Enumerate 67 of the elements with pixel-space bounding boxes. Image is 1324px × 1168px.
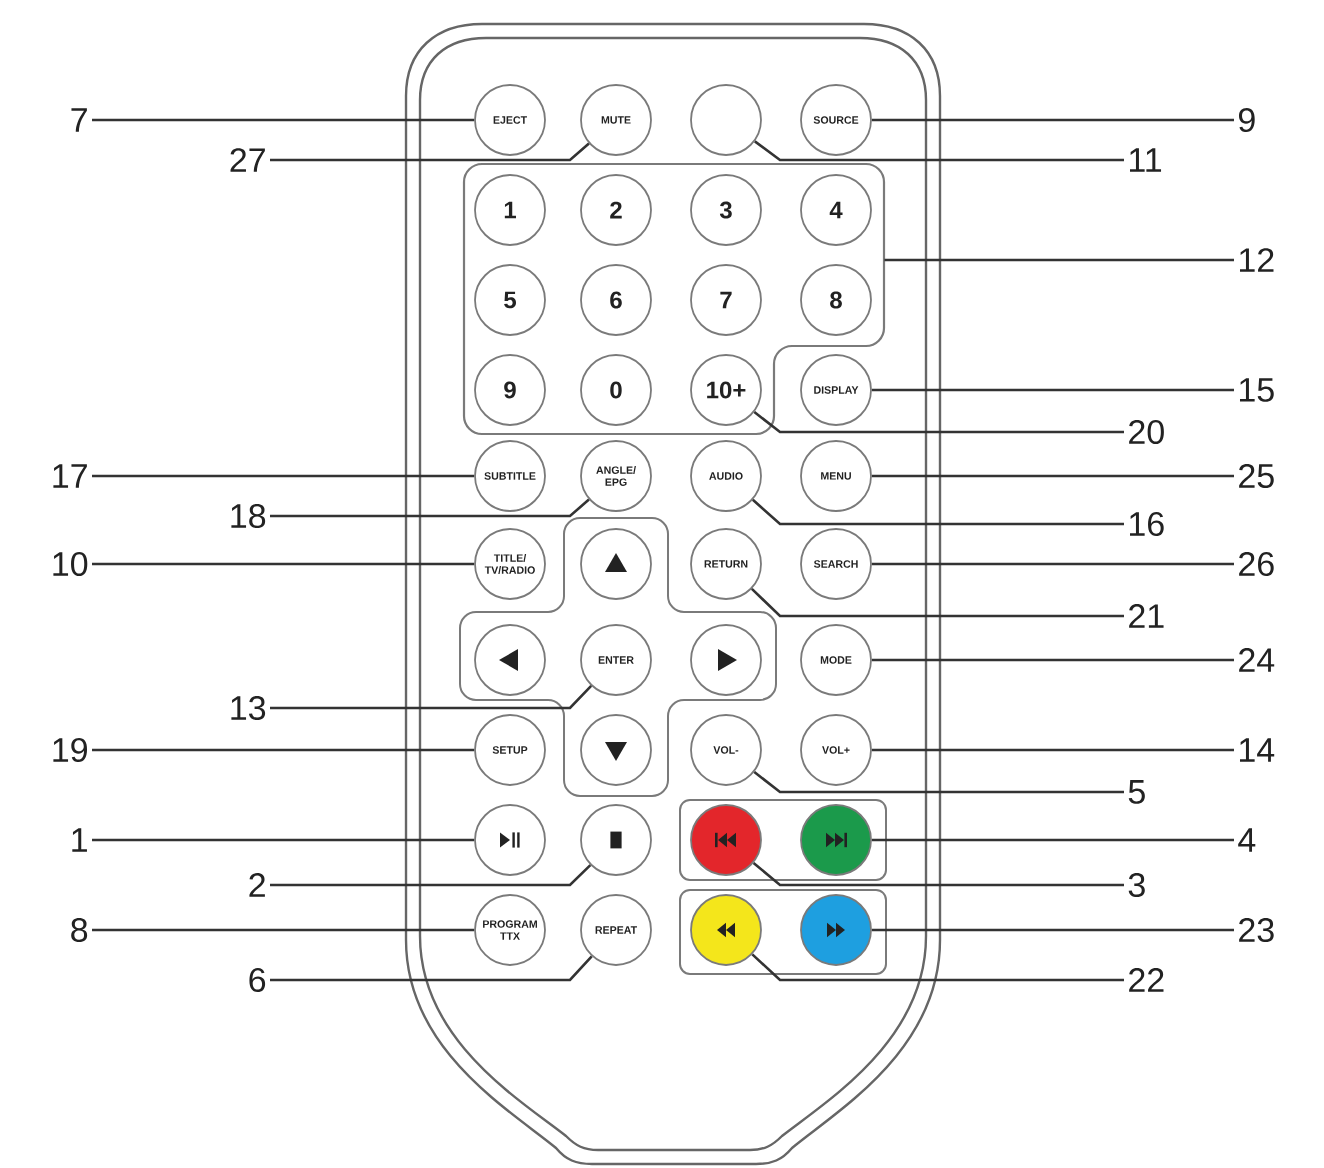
leader-line	[92, 474, 475, 478]
callout-number: 3	[1128, 872, 1145, 898]
callout-number: 7	[71, 108, 87, 132]
leader-line	[270, 955, 593, 982]
leader-line	[753, 411, 1124, 434]
callout-number: 11	[1130, 148, 1162, 172]
callout-number: 26	[1239, 551, 1274, 577]
leader-line	[871, 562, 1234, 566]
callout-number: 24	[1239, 648, 1275, 672]
round-button: 3	[690, 174, 762, 246]
round-button: 7	[690, 264, 762, 336]
round-button: 8	[800, 264, 872, 336]
callout-number: 12	[1240, 248, 1274, 272]
callout-number: 20	[1129, 419, 1164, 445]
round-button: 2	[580, 174, 652, 246]
leader-line	[754, 140, 1124, 162]
leader-line	[270, 498, 590, 518]
leader-line	[270, 685, 593, 710]
callout-number: 15	[1240, 378, 1274, 402]
leader-line	[92, 748, 475, 752]
round-button: 4	[800, 174, 872, 246]
leader-line	[871, 118, 1234, 122]
leader-line	[871, 748, 1234, 752]
callout-number: 23	[1239, 917, 1274, 943]
leader-line	[751, 953, 1124, 982]
callout-number: 22	[1129, 968, 1164, 992]
round-button: 1	[474, 174, 546, 246]
leader-line	[92, 562, 475, 566]
callout-number: 17	[53, 464, 87, 488]
round-button: 5	[474, 264, 546, 336]
leader-line	[92, 928, 475, 932]
callout-number: 10	[53, 551, 88, 577]
callout-number: 6	[249, 967, 266, 993]
leader-line	[92, 838, 475, 842]
callout-number: 4	[1238, 828, 1256, 852]
callout-number: 8	[71, 917, 88, 943]
leader-line	[751, 498, 1124, 526]
leader-line	[270, 864, 592, 887]
callout-number: 9	[1239, 107, 1255, 133]
leader-line	[871, 928, 1234, 932]
callout-number: 27	[230, 148, 265, 172]
leader-line	[92, 118, 475, 122]
callout-number: 5	[1128, 780, 1145, 804]
callout-number: 16	[1130, 511, 1164, 537]
round-button: 9	[474, 354, 546, 426]
callout-number: 19	[53, 737, 87, 763]
callout-number: 1	[72, 828, 87, 852]
callout-number: 2	[249, 873, 265, 897]
leader-line	[753, 771, 1124, 794]
leader-line	[752, 861, 1124, 887]
round-button: 6	[580, 264, 652, 336]
round-button: 10+	[690, 354, 762, 426]
leader-line	[871, 474, 1234, 478]
leader-line	[750, 587, 1124, 618]
leader-line	[884, 258, 1234, 262]
callout-number: 13	[231, 695, 266, 721]
callout-number: 21	[1129, 604, 1164, 628]
callout-number: 18	[231, 503, 266, 529]
callout-number: 25	[1239, 463, 1274, 489]
button-panel-frame	[462, 162, 886, 436]
leader-line	[871, 388, 1234, 392]
round-button: 0	[580, 354, 652, 426]
callout-number: 14	[1240, 738, 1275, 762]
leader-line	[871, 658, 1234, 662]
round-button	[690, 84, 762, 156]
leader-line	[871, 838, 1234, 842]
leader-line	[270, 142, 590, 162]
